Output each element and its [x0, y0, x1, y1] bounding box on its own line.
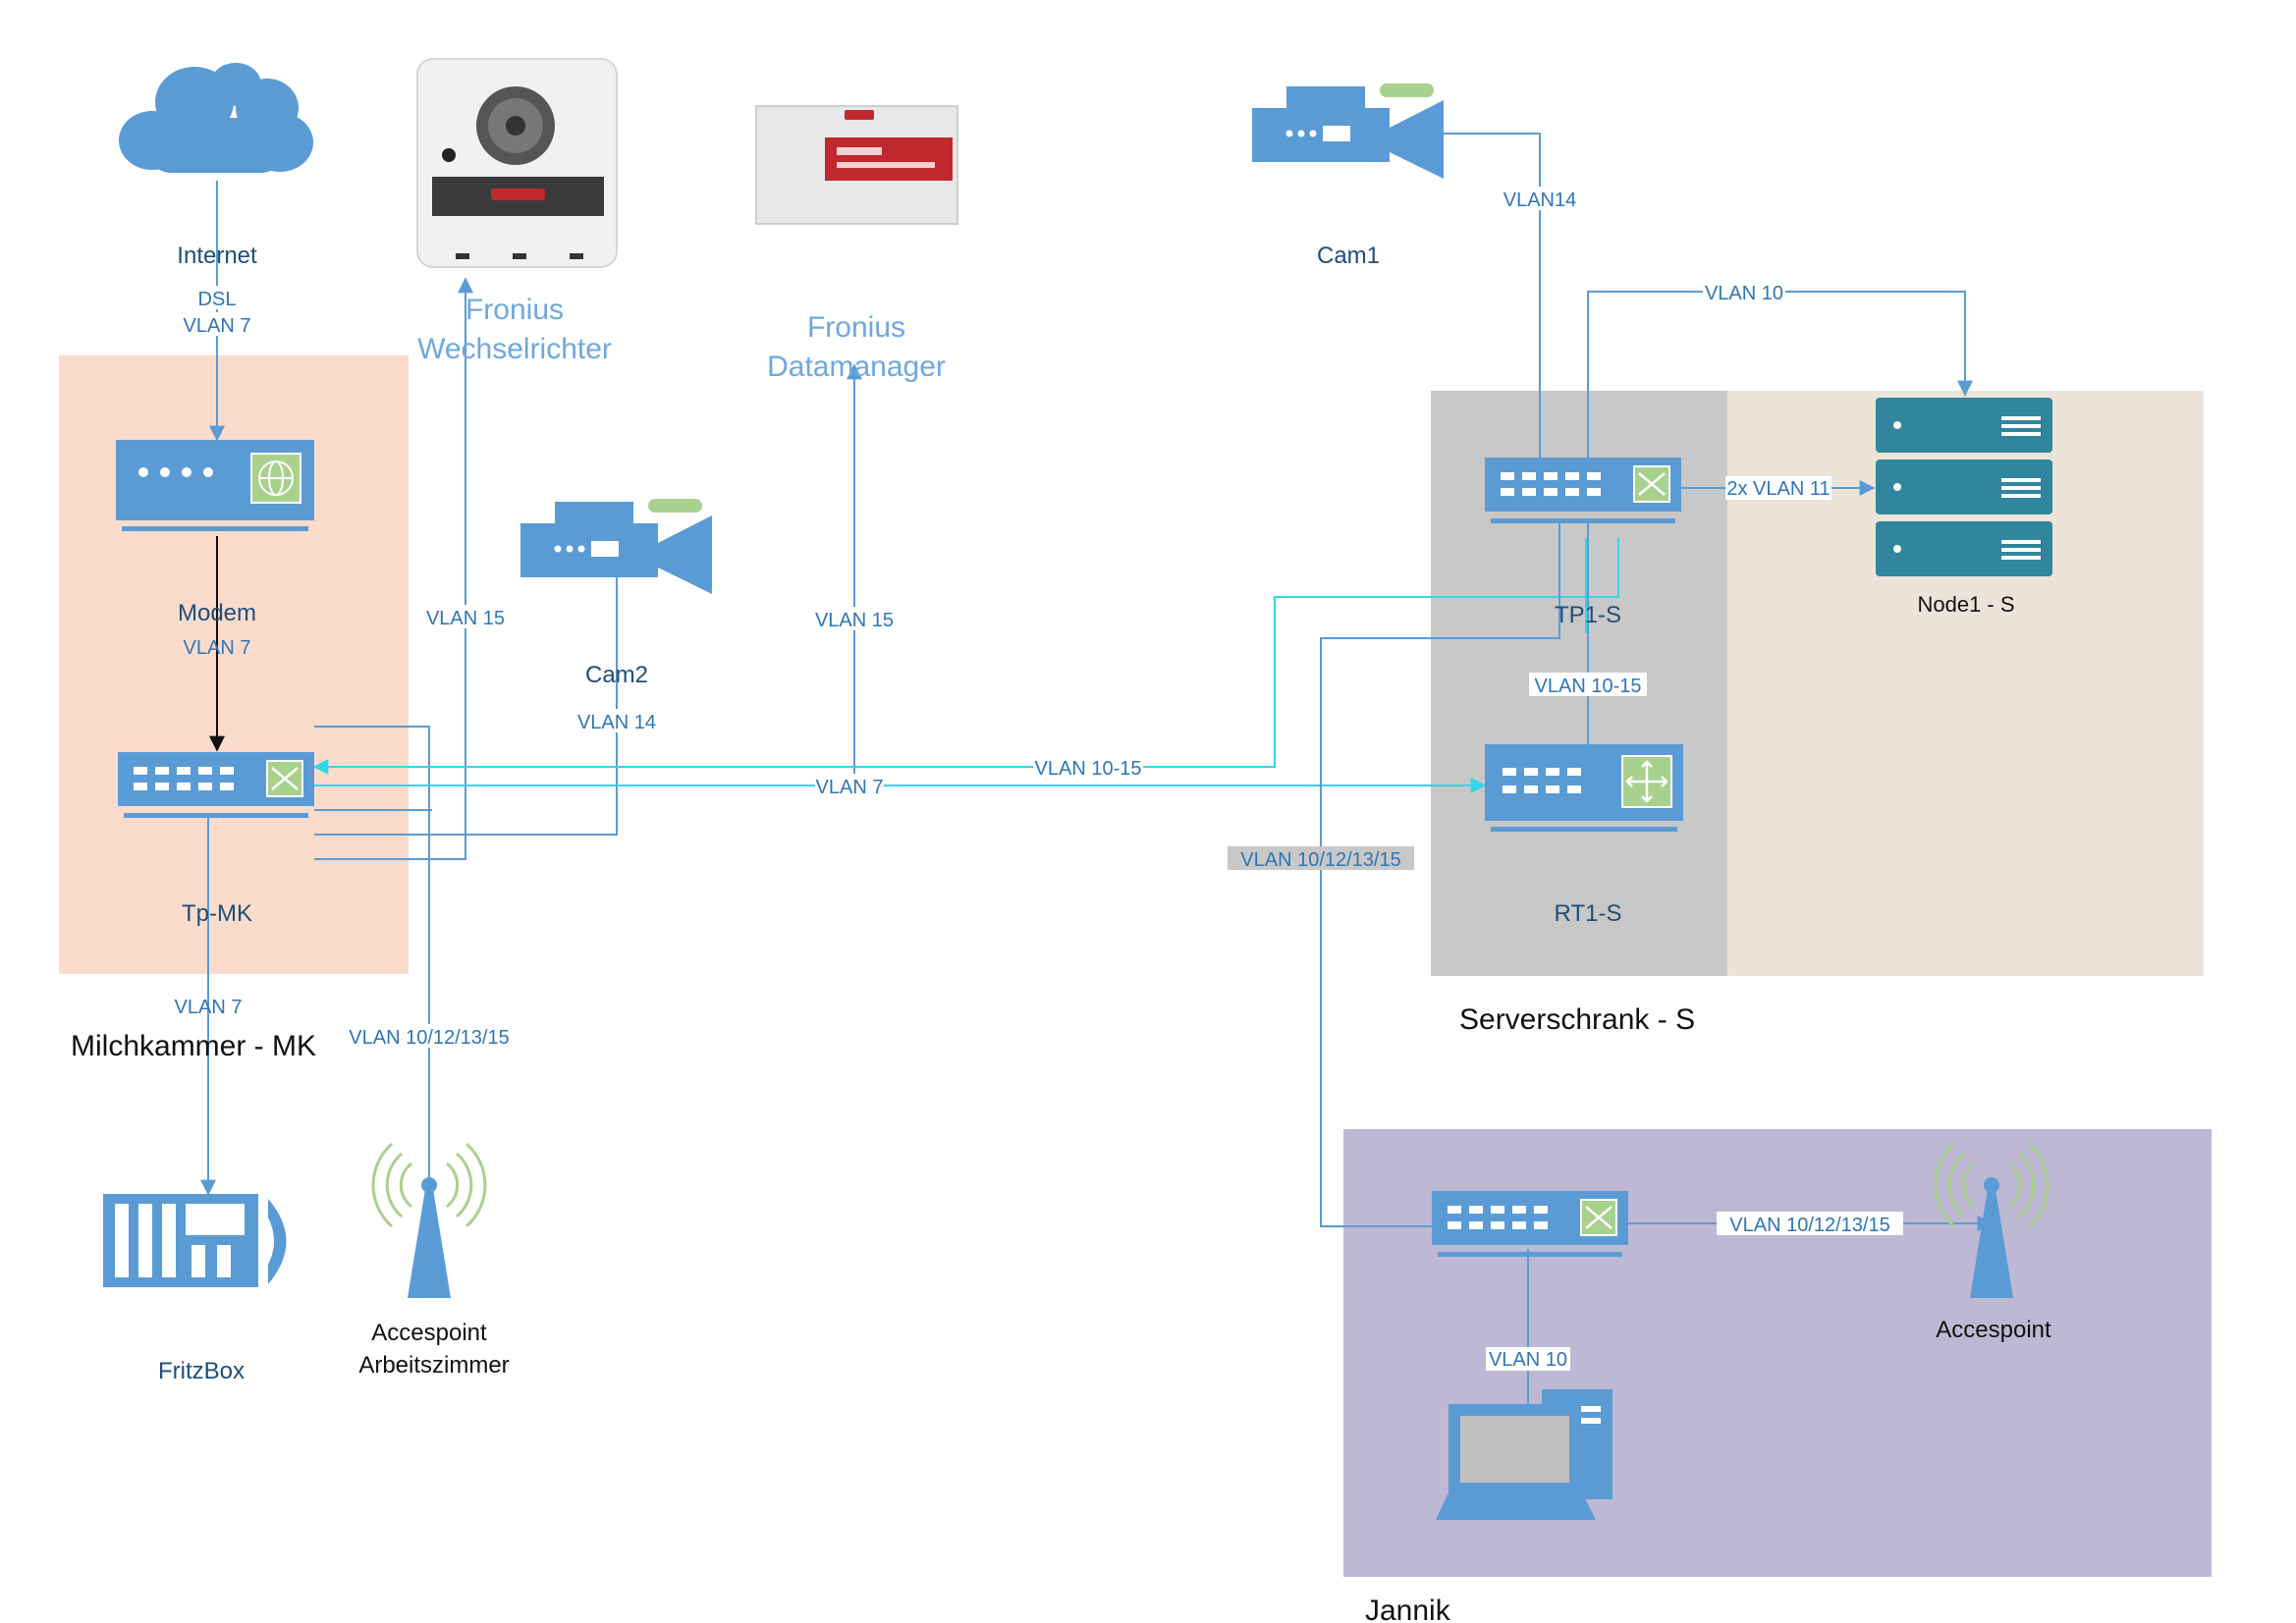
label-accespoint-jannik: Accespoint: [1936, 1317, 2051, 1343]
cloud-icon: [119, 63, 313, 173]
label-fronius-wr-2: Wechselrichter: [417, 333, 612, 365]
link-cam1-tp1: [1424, 133, 1541, 458]
label-cam2: Cam2: [585, 662, 648, 688]
link-label-cam2-vlan: VLAN 14: [577, 712, 656, 733]
link-label-ap-az-vlan: VLAN 10/12/13/15: [349, 1027, 509, 1049]
link-tp1-jannik: [1320, 520, 1560, 1227]
label-ap-az-2: Arbeitszimmer: [358, 1352, 509, 1379]
label-tp1-s: TP1-S: [1555, 602, 1621, 628]
link-tpmk-fronius-wr: [314, 277, 473, 860]
modem-icon: [116, 440, 314, 531]
link-label-internet-vlan: VLAN 7: [184, 315, 251, 337]
cam1-icon: [1252, 83, 1444, 179]
link-label-fritz-vlan: VLAN 7: [175, 997, 243, 1018]
label-rt1-s: RT1-S: [1555, 900, 1622, 927]
label-node1: Node1 - S: [1917, 592, 2014, 617]
label-internet: Internet: [177, 243, 257, 269]
link-label-jannik-pc: VLAN 10: [1489, 1349, 1567, 1371]
link-label-fronius-dm-vlan: VLAN 15: [815, 610, 894, 631]
link-labels: DSL VLAN 7 VLAN 7 VLAN 7 VLAN 10/12/13/1…: [175, 187, 1903, 1371]
link-label-tp1-rt1: VLAN 10-15: [1535, 676, 1642, 697]
label-modem: Modem: [178, 600, 256, 626]
fronius-datamanager-image: [755, 105, 958, 225]
desktop-pc-icon: [1436, 1389, 1613, 1520]
link-trunk-cyan: [312, 538, 1619, 775]
link-label-tp1-node-vlan10: VLAN 10: [1705, 283, 1783, 304]
node1-server-icon: [1876, 398, 2052, 576]
label-ap-az-1: Accespoint: [371, 1320, 487, 1346]
zone-label-serverschrank: Serverschrank - S: [1459, 1003, 1695, 1036]
fritzbox-icon: [103, 1194, 287, 1287]
link-label-tp1-node-bond: 2x VLAN 11: [1726, 478, 1830, 500]
link-label-dsl: DSL: [198, 289, 237, 310]
zone-label-milchkammer: Milchkammer - MK: [71, 1030, 316, 1062]
zone-label-jannik: Jannik: [1365, 1595, 1451, 1623]
link-label-cam1: VLAN14: [1503, 189, 1577, 211]
label-cam1: Cam1: [1317, 243, 1380, 269]
fronius-inverter-image: [416, 58, 618, 268]
link-label-trunk: VLAN 10-15: [1035, 758, 1142, 780]
label-fronius-dm-1: Fronius: [807, 311, 905, 344]
link-label-wan: VLAN 7: [816, 777, 884, 798]
label-fronius-wr-1: Fronius: [465, 294, 564, 326]
label-fronius-dm-2: Datamanager: [767, 351, 946, 383]
link-label-fronius-wr-vlan: VLAN 15: [426, 608, 505, 629]
label-fritzbox: FritzBox: [158, 1358, 245, 1384]
link-label-jannik-ap: VLAN 10/12/13/15: [1729, 1215, 1889, 1236]
link-label-modem-vlan: VLAN 7: [184, 637, 251, 659]
label-tp-mk: Tp-MK: [182, 900, 252, 927]
link-tpmk-cam2: [314, 558, 625, 836]
rt1-s-router-icon: [1485, 744, 1683, 832]
link-label-jannik-uplink: VLAN 10/12/13/15: [1240, 849, 1400, 871]
